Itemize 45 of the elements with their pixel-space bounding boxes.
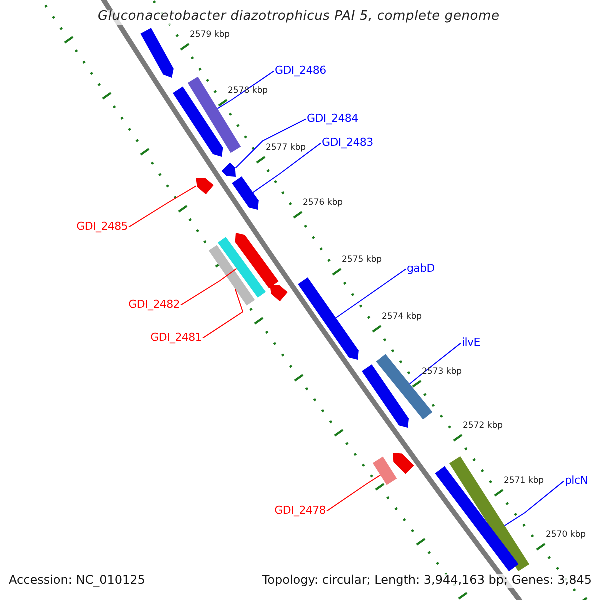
scale-label: 2571 kbp [504, 477, 544, 487]
gene-label: GDI_2484 [307, 113, 358, 126]
scale-label: 2574 kbp [382, 313, 422, 323]
gene-feature [235, 233, 279, 288]
leader-line [217, 70, 274, 110]
gene-label: gabD [407, 263, 435, 276]
gene-feature [270, 285, 288, 302]
gene-feature [173, 86, 224, 157]
scale-label: 2575 kbp [342, 256, 382, 266]
scale-label: 2572 kbp [463, 422, 504, 432]
gene-feature [298, 278, 359, 360]
accession-text: Accession: NC_010125 [9, 574, 146, 588]
gene-label: GDI_2478 [274, 505, 326, 518]
leader-line [409, 342, 462, 385]
gene-label: GDI_2482 [128, 299, 180, 312]
gene-label: GDI_2485 [76, 221, 128, 234]
gene-feature [232, 176, 259, 210]
gene-feature [450, 456, 530, 572]
gene-feature [362, 364, 409, 428]
gene-label: GDI_2481 [150, 332, 202, 345]
leader-line [180, 268, 238, 306]
scale-label: 2570 kbp [546, 531, 586, 541]
gene-feature [372, 456, 398, 486]
gene-label: ilvE [462, 337, 480, 350]
scale-label: 2577 kbp [266, 144, 306, 154]
gene-feature [208, 245, 256, 306]
gene-label: plcN [565, 475, 588, 488]
gene-feature [218, 237, 266, 298]
gene-label: GDI_2483 [322, 137, 374, 150]
leader-line [235, 118, 306, 169]
leader-line [326, 474, 382, 512]
leader-line [202, 288, 244, 339]
leader-line [128, 186, 197, 228]
gene-feature [393, 453, 414, 474]
scale-label: 2579 kbp [190, 31, 230, 41]
leader-line [336, 268, 406, 319]
genome-info-text: Topology: circular; Length: 3,944,163 bp; Genes: 3,845 [262, 574, 592, 588]
scale-label: 2576 kbp [303, 199, 344, 209]
gene-label: GDI_2486 [275, 65, 326, 78]
title: Gluconacetobacter diazotrophicus PAI 5, complete genome [98, 10, 500, 25]
gene-feature [196, 178, 214, 195]
gene-feature [140, 28, 174, 78]
leader-line [252, 142, 322, 194]
gene-feature [222, 162, 236, 177]
leader-line [504, 480, 564, 526]
